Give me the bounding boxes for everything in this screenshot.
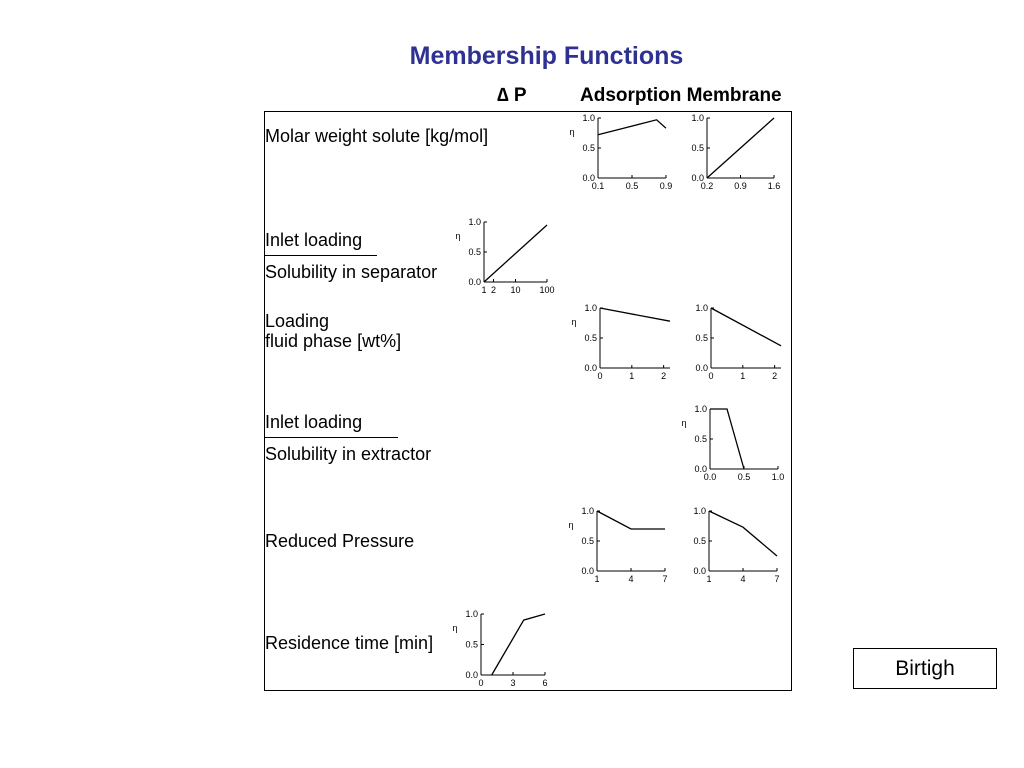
row-label-solubility-extractor: Solubility in extractor xyxy=(265,444,432,464)
fraction-line xyxy=(264,255,377,256)
chart-frame xyxy=(264,111,792,691)
author-badge: Birtigh xyxy=(853,648,997,689)
row-label-molar-weight: Molar weight solute [kg/mol] xyxy=(265,126,489,146)
slide-title: Membership Functions xyxy=(409,42,684,70)
row-label-loading: Loading xyxy=(265,311,330,331)
row-label-inlet-loading-numerator-2: Inlet loading xyxy=(265,412,363,432)
row-label-residence-time: Residence time [min] xyxy=(265,633,434,653)
column-header-adsorption-membrane: Adsorption Membrane xyxy=(580,85,782,106)
row-label-reduced-pressure: Reduced Pressure xyxy=(265,531,415,551)
row-label-inlet-loading-numerator: Inlet loading xyxy=(265,230,363,250)
column-header-delta-p: ∆ P xyxy=(497,85,527,106)
fraction-line xyxy=(264,437,398,438)
row-label-fluid-phase: fluid phase [wt%] xyxy=(265,331,402,351)
row-label-solubility-separator: Solubility in separator xyxy=(265,262,438,282)
